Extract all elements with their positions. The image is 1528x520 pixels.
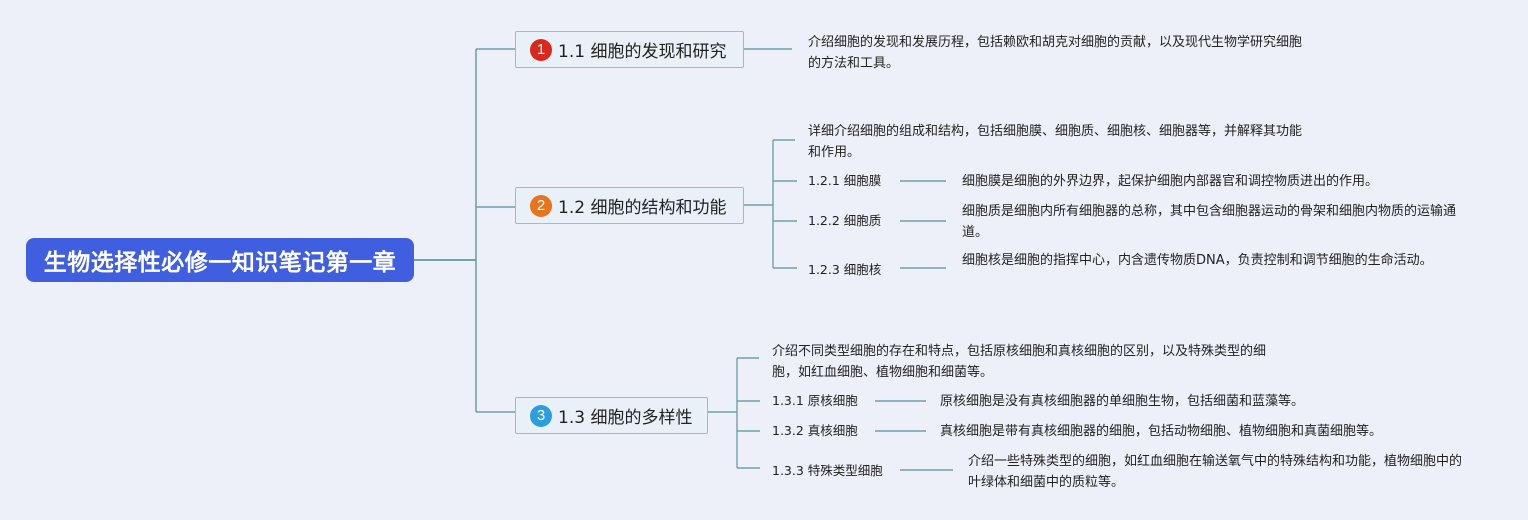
subtopic-1-2-1-desc[interactable]: 细胞膜是细胞的外界边界，起保护细胞内部器官和调控物质进出的作用。 — [962, 174, 1379, 189]
topic-3-node[interactable]: 3 1.3 细胞的多样性 — [515, 397, 708, 434]
subtopic-1-3-2-label[interactable]: 1.3.2 真核细胞 — [772, 423, 858, 438]
topic-2-node[interactable]: 2 1.2 细胞的结构和功能 — [515, 187, 744, 224]
badge-1-icon: 1 — [530, 38, 552, 61]
subtopic-1-3-2-desc[interactable]: 真核细胞是带有真核细胞器的细胞，包括动物细胞、植物细胞和真菌细胞等。 — [940, 424, 1383, 439]
subtopic-1-3-3-desc[interactable]: 介绍一些特殊类型的细胞，如红血细胞在输送氧气中的特殊结构和功能，植物细胞中的叶绿… — [968, 454, 1463, 490]
subtopic-1-2-3-label[interactable]: 1.2.3 细胞核 — [808, 262, 882, 277]
subtopic-1-3-3-label[interactable]: 1.3.3 特殊类型细胞 — [772, 463, 883, 478]
badge-2-icon: 2 — [530, 194, 552, 217]
topic-3-summary[interactable]: 介绍不同类型细胞的存在和特点，包括原核细胞和真核细胞的区别，以及特殊类型的细胞，… — [772, 344, 1267, 380]
subtopic-1-2-2-desc[interactable]: 细胞质是细胞内所有细胞器的总称，其中包含细胞器运动的骨架和细胞内物质的运输通道。 — [962, 204, 1457, 240]
badge-3-icon: 3 — [530, 404, 552, 427]
topic-1-title: 1.1 细胞的发现和研究 — [558, 42, 727, 62]
subtopic-1-3-1-label[interactable]: 1.3.1 原核细胞 — [772, 393, 858, 408]
topic-2-summary[interactable]: 详细介绍细胞的组成和结构，包括细胞膜、细胞质、细胞核、细胞器等，并解释其功能和作… — [808, 124, 1303, 160]
topic-1-node[interactable]: 1 1.1 细胞的发现和研究 — [515, 31, 744, 68]
topic-3-title: 1.3 细胞的多样性 — [558, 408, 693, 428]
subtopic-1-2-3-desc[interactable]: 细胞核是细胞的指挥中心，内含遗传物质DNA，负责控制和调节细胞的生命活动。 — [962, 253, 1433, 268]
root-topic[interactable]: 生物选择性必修一知识笔记第一章 — [26, 238, 414, 282]
topic-1-summary[interactable]: 介绍细胞的发现和发展历程，包括赖欧和胡克对细胞的贡献，以及现代生物学研究细胞的方… — [808, 35, 1303, 71]
subtopic-1-2-1-label[interactable]: 1.2.1 细胞膜 — [808, 173, 882, 188]
subtopic-1-3-1-desc[interactable]: 原核细胞是没有真核细胞器的单细胞生物，包括细菌和蓝藻等。 — [940, 394, 1305, 409]
topic-2-title: 1.2 细胞的结构和功能 — [558, 198, 727, 218]
subtopic-1-2-2-label[interactable]: 1.2.2 细胞质 — [808, 213, 882, 228]
